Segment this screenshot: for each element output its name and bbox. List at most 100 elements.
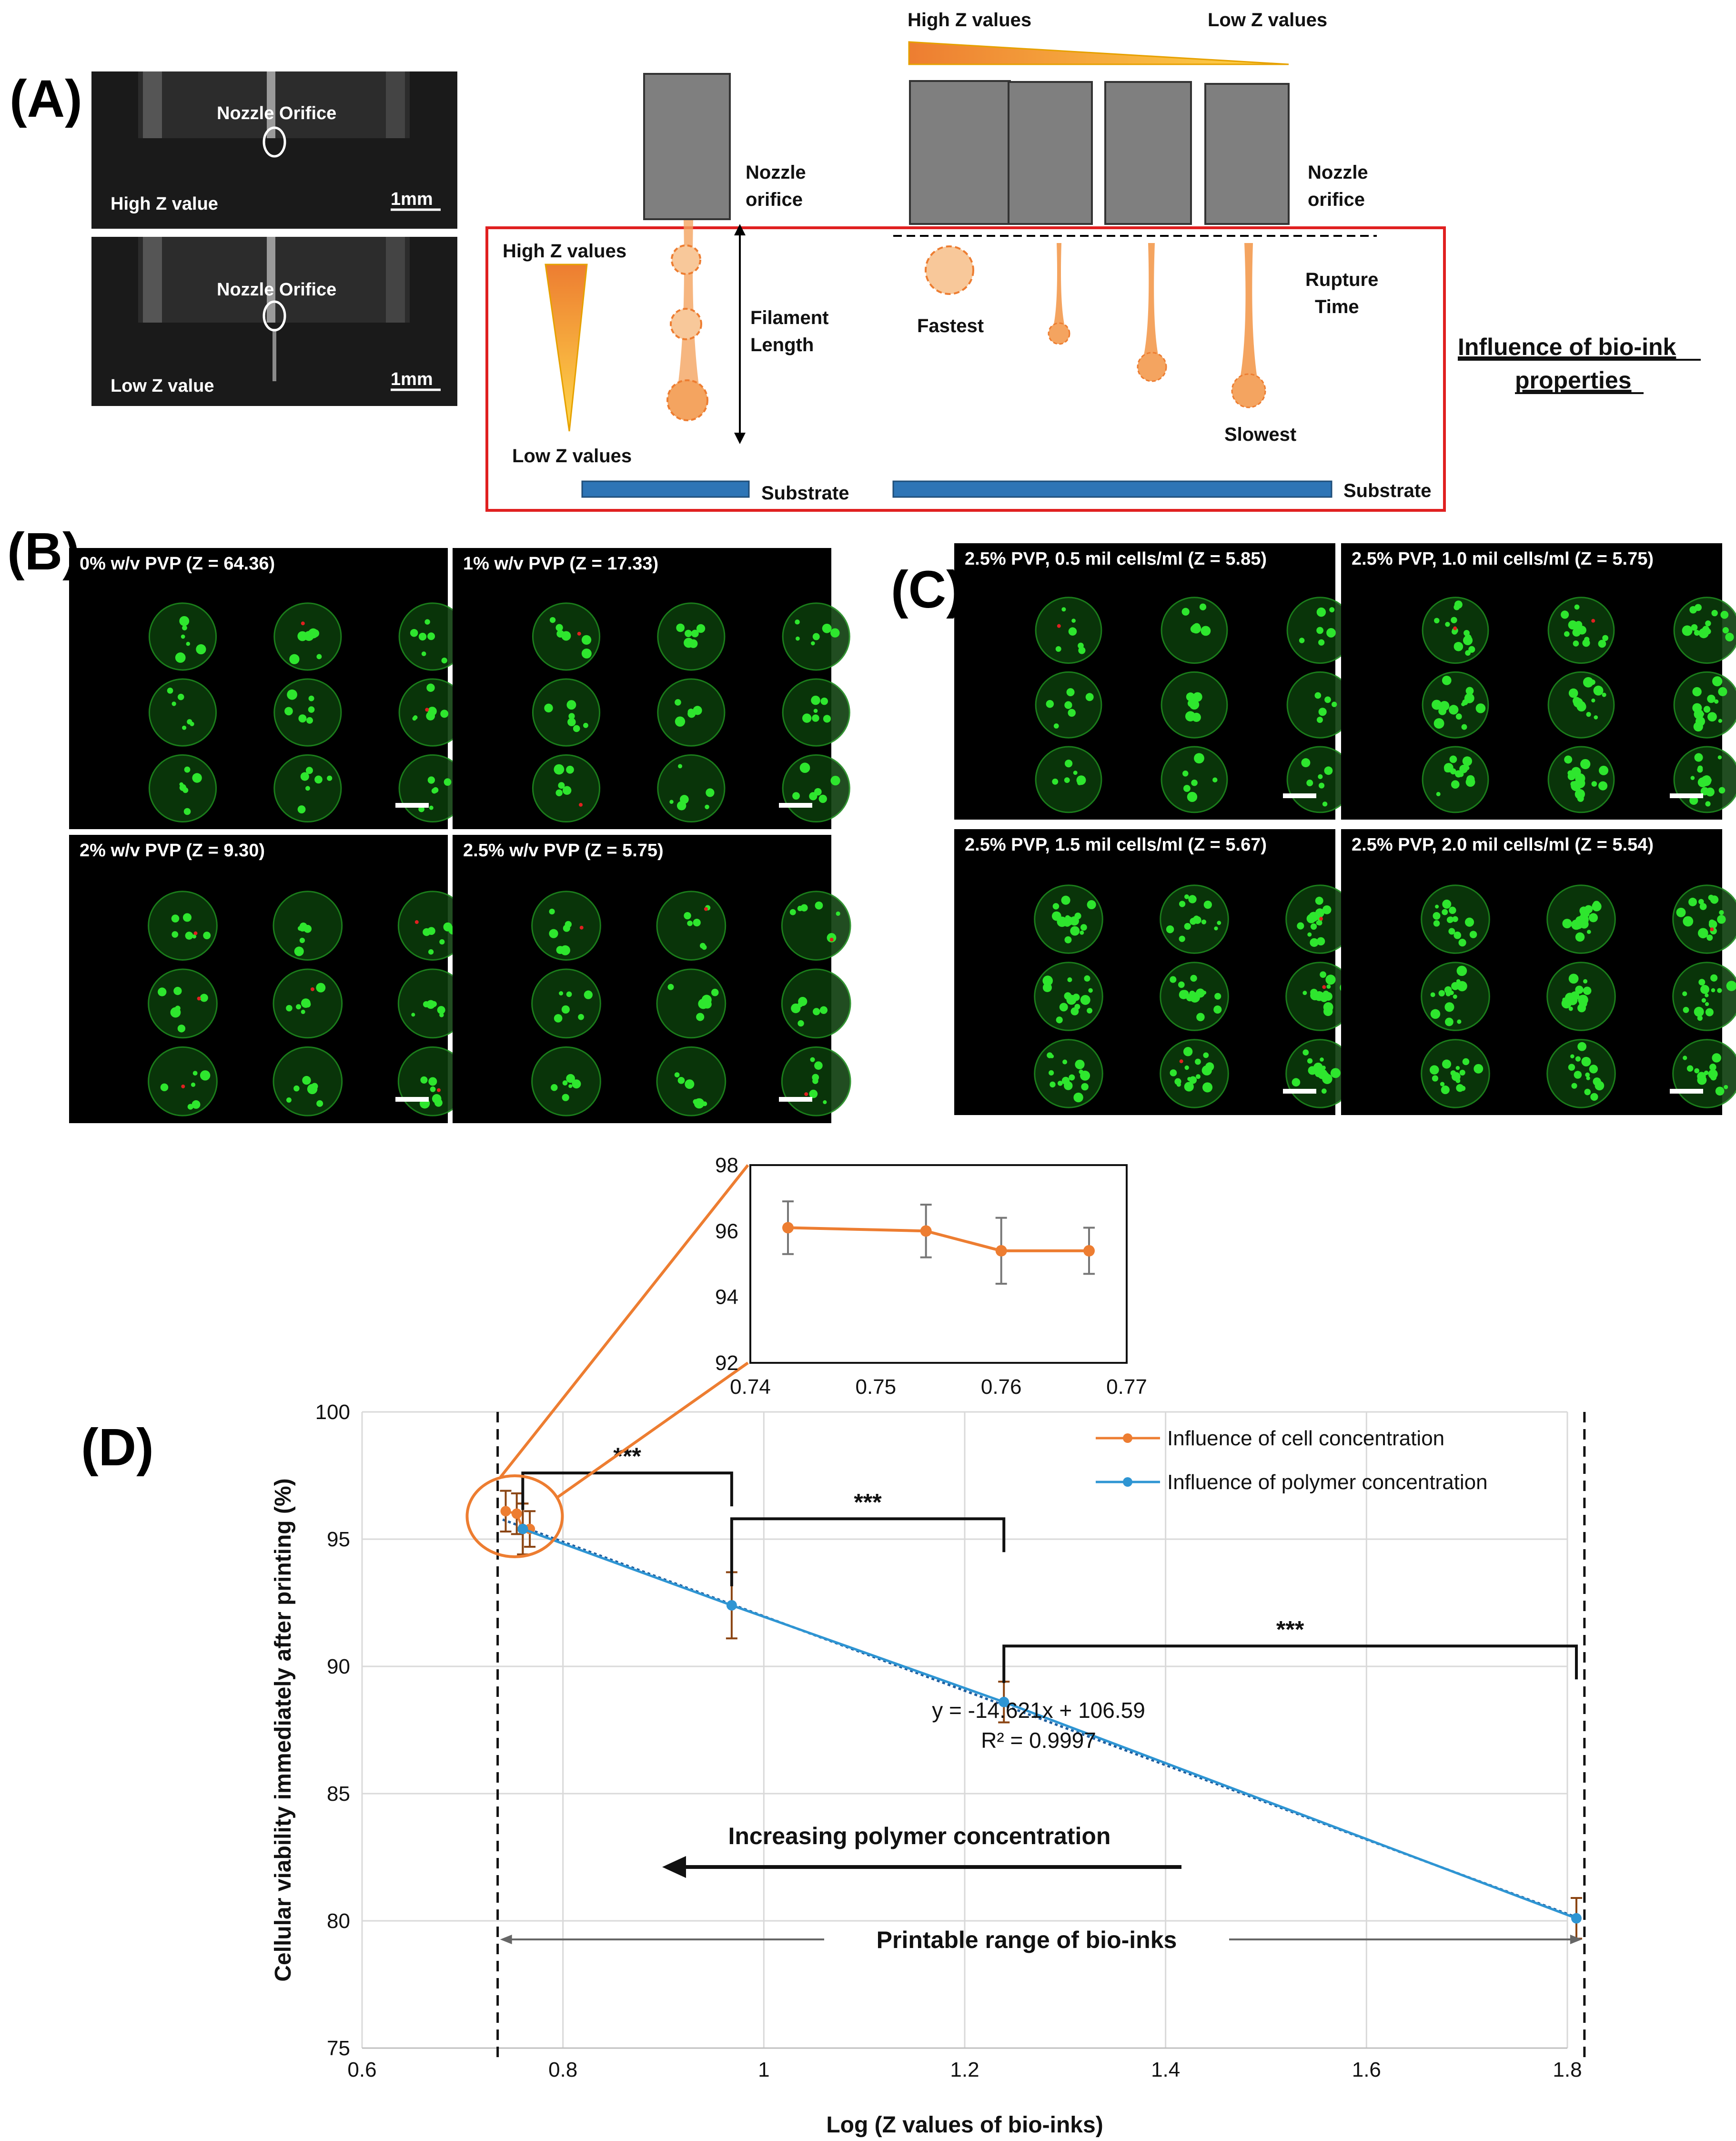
live-cell [316, 654, 322, 660]
live-cell [177, 1025, 186, 1033]
live-cell [1195, 1058, 1201, 1065]
legend-marker [1123, 1433, 1132, 1443]
live-cell [1562, 919, 1572, 929]
live-cell [1055, 646, 1061, 652]
live-cell [1444, 1002, 1454, 1012]
live-cell [302, 1076, 311, 1085]
micrograph-background [1341, 543, 1722, 820]
live-cell [796, 636, 800, 641]
micrograph-background [1341, 829, 1722, 1115]
inset-x-tick-label: 0.74 [730, 1375, 771, 1399]
live-cell [1561, 610, 1569, 619]
live-cell [1704, 1070, 1709, 1076]
live-cell [1302, 1049, 1309, 1056]
live-cell [1310, 923, 1317, 930]
live-cell [1586, 930, 1591, 934]
micrograph-caption: 2.5% w/v PVP (Z = 5.75) [463, 841, 664, 861]
x-tick-label: 0.8 [548, 2058, 577, 2081]
live-cell [813, 1008, 820, 1015]
panel-label-d: (D) [81, 1418, 154, 1477]
y-tick-label: 95 [327, 1528, 350, 1551]
data-point [999, 1696, 1009, 1707]
live-cell [685, 1079, 695, 1089]
live-cell [711, 988, 719, 996]
live-cell [823, 715, 831, 723]
live-cell [1433, 912, 1441, 920]
live-cell [1445, 991, 1451, 996]
live-cell [1593, 901, 1600, 908]
live-cell [1292, 1078, 1301, 1087]
live-cell [564, 786, 570, 792]
micrograph-caption: 2.5% PVP, 0.5 mil cells/ml (Z = 5.85) [965, 549, 1267, 569]
live-cell [1589, 1065, 1598, 1074]
live-cell [1568, 688, 1578, 698]
live-cell [836, 911, 840, 916]
live-cell [287, 689, 297, 700]
live-cell [1052, 778, 1059, 785]
inset-data-point [995, 1245, 1007, 1257]
x-tick-label: 1 [758, 2058, 769, 2081]
nozzle-block [1008, 81, 1093, 225]
live-cell [429, 805, 434, 810]
live-cell [1712, 1053, 1721, 1063]
live-cell [583, 722, 588, 728]
live-cell [1451, 617, 1457, 623]
live-cell [1568, 620, 1577, 630]
live-cell [1329, 607, 1335, 613]
live-cell [1432, 1075, 1439, 1082]
live-cell [1433, 718, 1444, 729]
live-cell [674, 1072, 680, 1077]
live-cell [1201, 1065, 1212, 1076]
live-cell [1590, 1093, 1598, 1101]
live-cell [1079, 1069, 1084, 1075]
live-cell [1720, 610, 1729, 619]
live-cell [1183, 785, 1191, 792]
droplet [670, 308, 702, 340]
dead-cell [1591, 619, 1595, 623]
live-cell [1695, 604, 1702, 611]
live-cell [685, 629, 692, 638]
live-cell [1446, 916, 1453, 923]
live-cell [1087, 900, 1096, 910]
live-cell [1306, 780, 1313, 787]
live-cell [1698, 899, 1704, 905]
live-cell [693, 1099, 698, 1105]
live-cell [1199, 603, 1207, 610]
live-cell [559, 991, 564, 996]
influence-label: Influence of bio-ink [1458, 334, 1676, 360]
live-cell [1324, 696, 1331, 703]
live-cell [1682, 625, 1693, 636]
live-cell [1443, 763, 1453, 773]
live-cell [284, 707, 293, 716]
live-cell [431, 1001, 437, 1007]
live-cell [1568, 1064, 1575, 1071]
live-cell [562, 1080, 568, 1086]
orifice-label: Nozzle Orifice [217, 280, 336, 300]
live-cell [1192, 692, 1202, 702]
zoom-connector [556, 1361, 749, 1499]
live-cell [549, 929, 558, 938]
live-cell [1459, 1069, 1465, 1076]
live-cell [827, 933, 837, 943]
live-cell [182, 913, 192, 922]
live-cell [1188, 895, 1197, 903]
live-cell [578, 1014, 584, 1020]
live-cell [818, 794, 827, 803]
y-tick-label: 100 [315, 1400, 350, 1424]
droplet [666, 379, 708, 421]
live-cell [1307, 1058, 1313, 1064]
live-cell [1694, 709, 1704, 720]
live-cell [1699, 629, 1707, 637]
live-cell [299, 924, 306, 932]
live-cell [1297, 922, 1304, 930]
orifice-circle [262, 300, 286, 332]
live-cell [1694, 753, 1703, 762]
micrograph-tile: 1% w/v PVP (Z = 17.33) [453, 548, 850, 829]
live-cell [558, 782, 565, 789]
live-cell [1318, 774, 1323, 779]
y-tick-label: 75 [327, 2037, 350, 2060]
live-cell [561, 1005, 570, 1014]
live-cell [1186, 692, 1195, 701]
live-cell [1701, 998, 1706, 1003]
live-cell [1052, 903, 1060, 910]
